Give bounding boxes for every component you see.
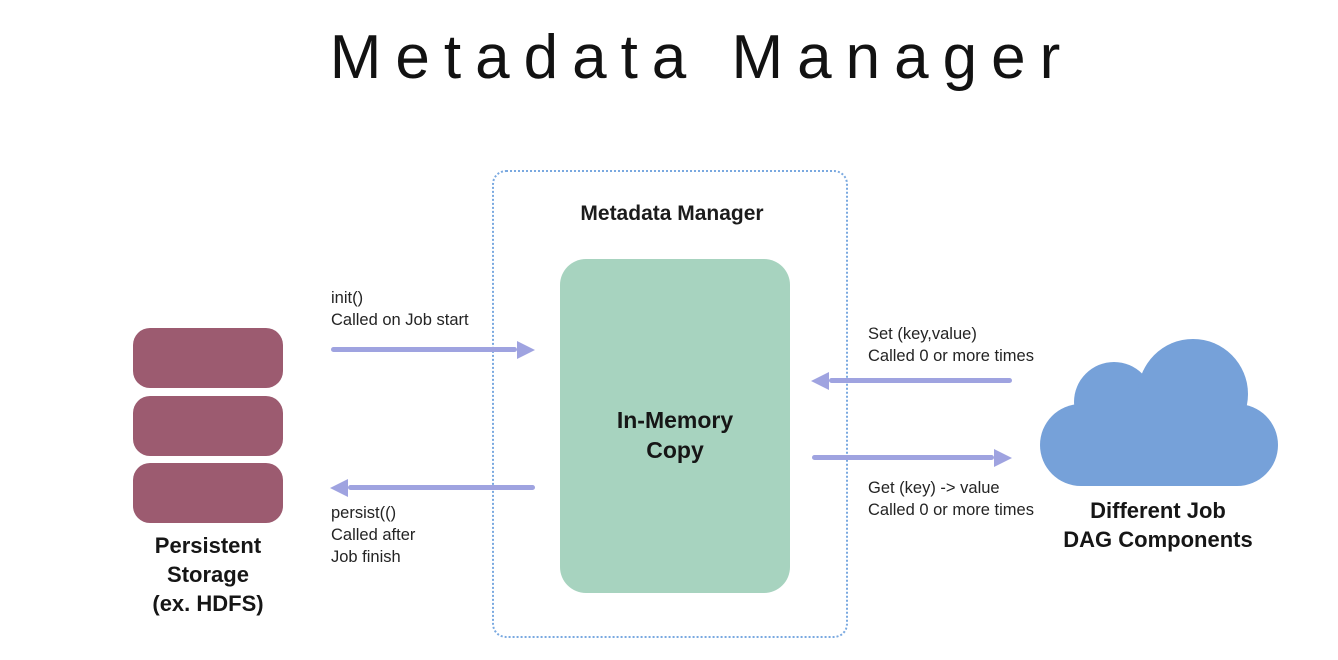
note-line: init() — [331, 289, 364, 307]
metadata-manager-container — [492, 170, 848, 638]
init-arrow — [331, 347, 517, 352]
note-line: Called 0 or more times — [868, 501, 1034, 519]
note-line: Called on Job start — [331, 311, 469, 329]
page-title: Metadata Manager — [329, 23, 1075, 92]
in-memory-copy-label: In-Memory Copy — [617, 405, 733, 465]
persist-arrow-note: persist(() Called after Job finish — [331, 502, 415, 568]
note-line: Set (key,value) — [868, 325, 977, 343]
storage-disk-icon — [133, 396, 283, 456]
cloud-icon — [1040, 339, 1278, 486]
note-line: Get (key) -> value — [868, 479, 1000, 497]
note-line: persist(() — [331, 504, 397, 522]
get-arrow-note: Get (key) -> value Called 0 or more time… — [868, 477, 1034, 521]
storage-disk-icon — [133, 463, 283, 523]
label-line: Storage — [167, 562, 249, 587]
note-line: Called 0 or more times — [868, 347, 1034, 365]
label-line: DAG Components — [1063, 527, 1253, 552]
get-arrow — [812, 455, 994, 460]
note-line: Called after — [331, 526, 416, 544]
set-arrow — [829, 378, 1012, 383]
label-line: In-Memory — [616, 407, 734, 433]
label-line: (ex. HDFS) — [152, 591, 264, 616]
metadata-manager-label: Metadata Manager — [580, 202, 764, 225]
dag-components-label: Different Job DAG Components — [1063, 496, 1252, 554]
label-line: Persistent — [154, 533, 262, 558]
persist-arrow — [348, 485, 535, 490]
label-line: Different Job — [1090, 498, 1226, 523]
set-arrow-note: Set (key,value) Called 0 or more times — [868, 323, 1034, 367]
label-line: Copy — [646, 437, 704, 463]
init-arrow-note: init() Called on Job start — [331, 287, 469, 331]
note-line: Job finish — [331, 548, 401, 566]
persistent-storage-label: Persistent Storage (ex. HDFS) — [152, 531, 263, 618]
storage-disk-icon — [133, 328, 283, 388]
in-memory-copy-box: In-Memory Copy — [560, 259, 790, 593]
